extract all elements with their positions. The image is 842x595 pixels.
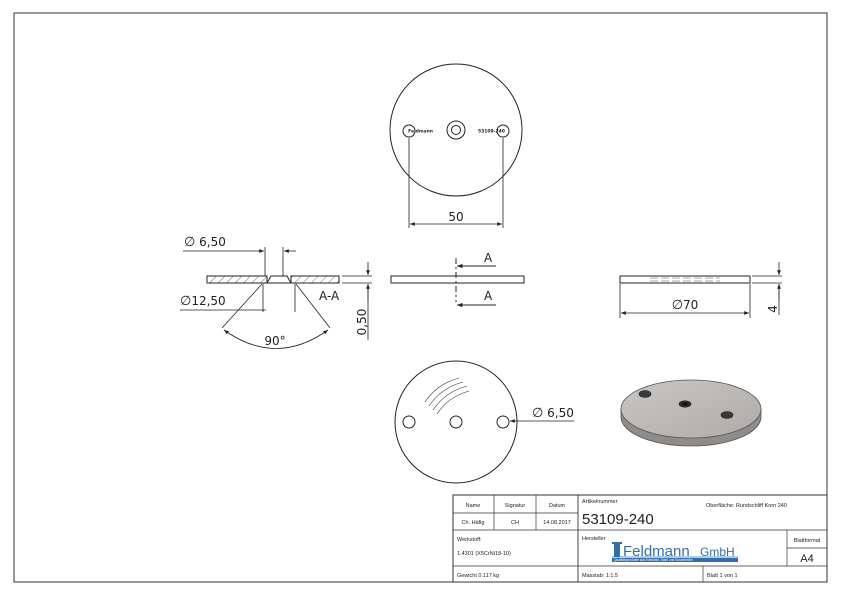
manufacturer-label: Hersteller <box>582 536 606 542</box>
side-view: ∅70 4 <box>619 262 782 318</box>
material-label: Werkstoff: <box>457 537 482 543</box>
top-view: Feldmann 53109-240 50 <box>389 63 523 228</box>
iso-hole-left <box>638 390 652 398</box>
article-label: Artikelnummer <box>582 499 618 505</box>
dimension-50-label: 50 <box>448 210 463 224</box>
top-view-hole-right <box>496 124 510 138</box>
scale-value: Masstab: 1:1.5 <box>582 573 618 579</box>
logo-name: Feldmann <box>623 543 690 560</box>
name-value: Ch. Häfig <box>462 520 485 526</box>
section-view: ∅ 6,50 ∅12,50 A-A 90° 0,50 <box>180 235 372 349</box>
top-view-hole-left <box>402 124 416 138</box>
logo-suffix: GmbH <box>700 545 735 559</box>
bottom-view-outline <box>394 360 518 484</box>
top-view-countersink-inner <box>451 125 461 135</box>
date-header: Datum <box>549 503 566 509</box>
dimension-countersink-label: ∅12,50 <box>180 294 226 309</box>
front-view-plate <box>390 275 525 284</box>
dimension-hole-top-label: ∅ 6,50 <box>184 235 226 250</box>
angle-label: 90° <box>264 334 285 348</box>
thickness-section-label: 0,50 <box>355 309 369 336</box>
section-right-part <box>290 275 340 284</box>
format-value: A4 <box>800 553 813 565</box>
date-value: 14.08.2017 <box>543 520 571 526</box>
signature-value: CH <box>511 520 519 526</box>
signature-header: Signatur <box>505 503 526 509</box>
angle-arc <box>223 329 329 349</box>
engraving-right: 53109-240 <box>478 129 505 135</box>
iso-plate-face <box>620 379 762 439</box>
bottom-view: ∅ 6,50 <box>394 360 574 484</box>
material-value: 1.4301 (X5CrNi18-10) <box>457 551 511 557</box>
article-number: 53109-240 <box>582 511 654 528</box>
bottom-view-hole-left <box>402 415 416 429</box>
section-countersink <box>266 275 292 284</box>
bottom-view-hole-center <box>449 415 463 429</box>
top-view-outline <box>389 63 523 197</box>
iso-hole-right <box>720 411 734 419</box>
bottom-view-hole-right <box>496 415 510 429</box>
dimension-hole-bottom-label: ∅ 6,50 <box>532 406 574 421</box>
format-label: Blattformat <box>794 538 821 544</box>
cut-label-bottom: A <box>484 289 493 303</box>
name-header: Name <box>466 503 481 509</box>
engraving-left: Feldmann <box>408 129 433 135</box>
side-view-plate <box>619 275 751 284</box>
iso-hole-center-inner <box>682 402 688 406</box>
manufacturer-logo: Feldmann GmbH Qualitätsprodukte aus Edel… <box>612 542 738 562</box>
drawing-frame <box>13 12 828 583</box>
thickness-label: 4 <box>766 305 780 313</box>
surface-value: Oberfläche: Rundschliff Korn 240 <box>706 503 787 509</box>
sheet-value: Blatt 1 von 1 <box>707 573 738 579</box>
weight-value: Gewicht 0.117 kg <box>457 573 499 579</box>
logo-tagline: Qualitätsprodukte aus Edelstahl, Stahl u… <box>614 558 693 562</box>
title-block: Name Signatur Datum Ch. Häfig CH 14.08.2… <box>452 494 828 583</box>
section-left-part <box>206 275 268 284</box>
front-view: A A <box>390 251 525 308</box>
isometric-view <box>620 379 762 447</box>
section-name-label: A-A <box>319 289 340 303</box>
cut-label-top: A <box>484 251 493 265</box>
top-view-countersink-outer <box>446 120 466 140</box>
dimension-70-label: ∅70 <box>672 298 699 313</box>
